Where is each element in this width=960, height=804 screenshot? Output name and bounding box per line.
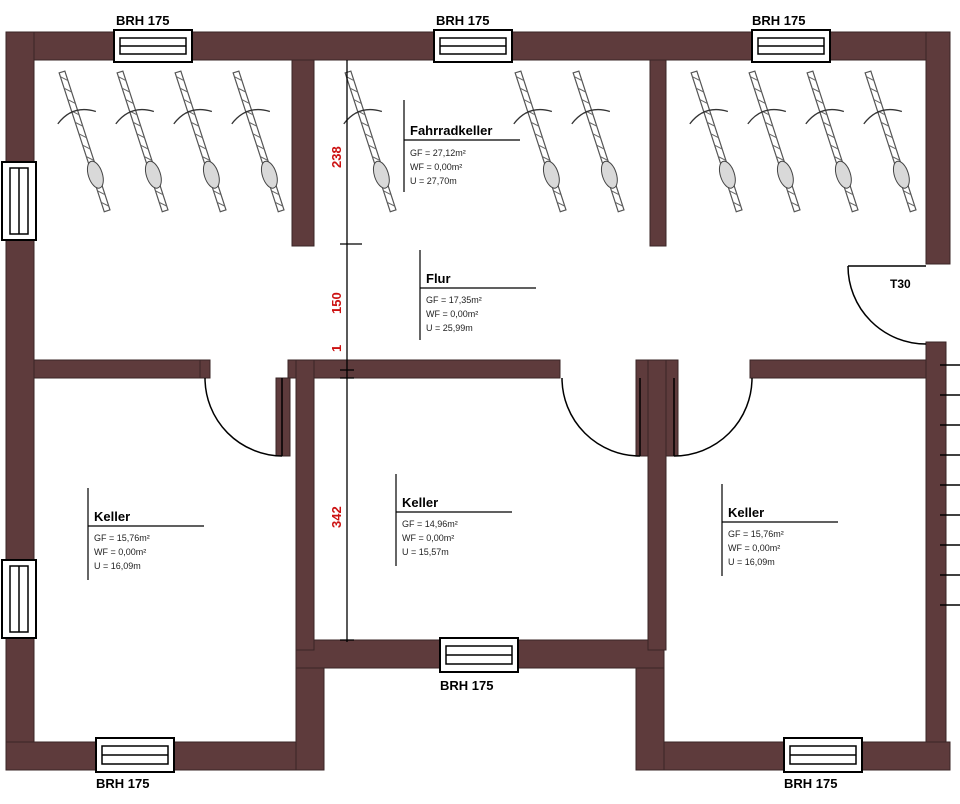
wall-left bbox=[5, 31, 35, 771]
wall-door-jamb-2 bbox=[635, 359, 649, 457]
room-wf: WF = 0,00m² bbox=[410, 162, 462, 172]
room-u: U = 15,57m bbox=[402, 547, 449, 557]
room-name: Flur bbox=[426, 271, 451, 286]
bicycle-icon bbox=[115, 70, 169, 213]
dimension-238: 238 bbox=[329, 146, 344, 168]
dimension-150: 150 bbox=[329, 292, 344, 314]
window-top-2 bbox=[433, 29, 513, 63]
bicycle-icon bbox=[231, 70, 285, 213]
room-gf: GF = 14,96m² bbox=[402, 519, 458, 529]
door-t30 bbox=[847, 265, 927, 345]
room-wf: WF = 0,00m² bbox=[94, 547, 146, 557]
window-left-1 bbox=[1, 161, 37, 241]
dimension-line bbox=[340, 60, 362, 642]
bicycle-symbols bbox=[57, 70, 917, 213]
wall-door-jamb-1 bbox=[275, 377, 291, 457]
door-keller-left bbox=[204, 377, 283, 457]
bicycle-icon bbox=[571, 70, 625, 213]
wall-partition-2 bbox=[649, 59, 667, 247]
window-top-3 bbox=[751, 29, 831, 63]
window-label-top-3: BRH 175 bbox=[752, 13, 805, 28]
window-label-bottom-left: BRH 175 bbox=[96, 776, 149, 791]
room-name: Keller bbox=[728, 505, 764, 520]
room-u: U = 25,99m bbox=[426, 323, 473, 333]
window-label-bottom-middle: BRH 175 bbox=[440, 678, 493, 693]
room-label-keller-right: Keller GF = 15,76m² WF = 0,00m² U = 16,0… bbox=[721, 484, 838, 576]
bicycle-icon bbox=[513, 70, 567, 213]
room-name: Keller bbox=[402, 495, 438, 510]
room-gf: GF = 17,35m² bbox=[426, 295, 482, 305]
door-keller-right bbox=[673, 377, 753, 457]
wall-corridor-right bbox=[749, 359, 927, 379]
wall-right-lower bbox=[925, 341, 947, 771]
window-label-bottom-right: BRH 175 bbox=[784, 776, 837, 791]
bicycle-icon bbox=[805, 70, 859, 213]
room-wf: WF = 0,00m² bbox=[728, 543, 780, 553]
dimension-342: 342 bbox=[329, 506, 344, 528]
bicycle-icon bbox=[863, 70, 917, 213]
wall-right-upper bbox=[925, 31, 951, 265]
window-bottom-middle bbox=[439, 637, 519, 673]
bicycle-icon bbox=[57, 70, 111, 213]
doors bbox=[204, 265, 927, 457]
room-label-keller-middle: Keller GF = 14,96m² WF = 0,00m² U = 15,5… bbox=[395, 474, 512, 566]
room-u: U = 16,09m bbox=[728, 557, 775, 567]
window-label-top-1: BRH 175 bbox=[116, 13, 169, 28]
wall-corridor-mid bbox=[287, 359, 561, 379]
room-wf: WF = 0,00m² bbox=[402, 533, 454, 543]
door-t30-label: T30 bbox=[890, 277, 911, 291]
room-name: Keller bbox=[94, 509, 130, 524]
window-bottom-left bbox=[95, 737, 175, 773]
wall-room-divider-1 bbox=[295, 359, 315, 651]
room-u: U = 27,70m bbox=[410, 176, 457, 186]
room-gf: GF = 15,76m² bbox=[728, 529, 784, 539]
window-left-2 bbox=[1, 559, 37, 639]
bicycle-icon bbox=[173, 70, 227, 213]
room-label-flur: Flur GF = 17,35m² WF = 0,00m² U = 25,99m bbox=[419, 250, 536, 340]
window-top-1 bbox=[113, 29, 193, 63]
room-gf: GF = 27,12m² bbox=[410, 148, 466, 158]
wall-door-jamb-3 bbox=[665, 359, 679, 457]
wall-partition-1 bbox=[291, 59, 315, 247]
room-gf: GF = 15,76m² bbox=[94, 533, 150, 543]
room-wf: WF = 0,00m² bbox=[426, 309, 478, 319]
window-bottom-right bbox=[783, 737, 863, 773]
bicycle-icon bbox=[747, 70, 801, 213]
bicycle-icon bbox=[689, 70, 743, 213]
room-name: Fahrradkeller bbox=[410, 123, 492, 138]
window-label-top-2: BRH 175 bbox=[436, 13, 489, 28]
staircase bbox=[940, 364, 960, 606]
room-u: U = 16,09m bbox=[94, 561, 141, 571]
wall-room-divider-2 bbox=[647, 359, 667, 651]
wall-corridor-left bbox=[33, 359, 207, 379]
windows bbox=[1, 29, 863, 773]
door-keller-middle bbox=[561, 377, 641, 457]
bicycle-icon bbox=[343, 70, 397, 213]
dimension-1: 1 bbox=[329, 345, 344, 352]
room-label-fahrradkeller: Fahrradkeller GF = 27,12m² WF = 0,00m² U… bbox=[403, 100, 520, 192]
wall-door-jamb-4 bbox=[199, 359, 211, 379]
room-label-keller-left: Keller GF = 15,76m² WF = 0,00m² U = 16,0… bbox=[87, 488, 204, 580]
